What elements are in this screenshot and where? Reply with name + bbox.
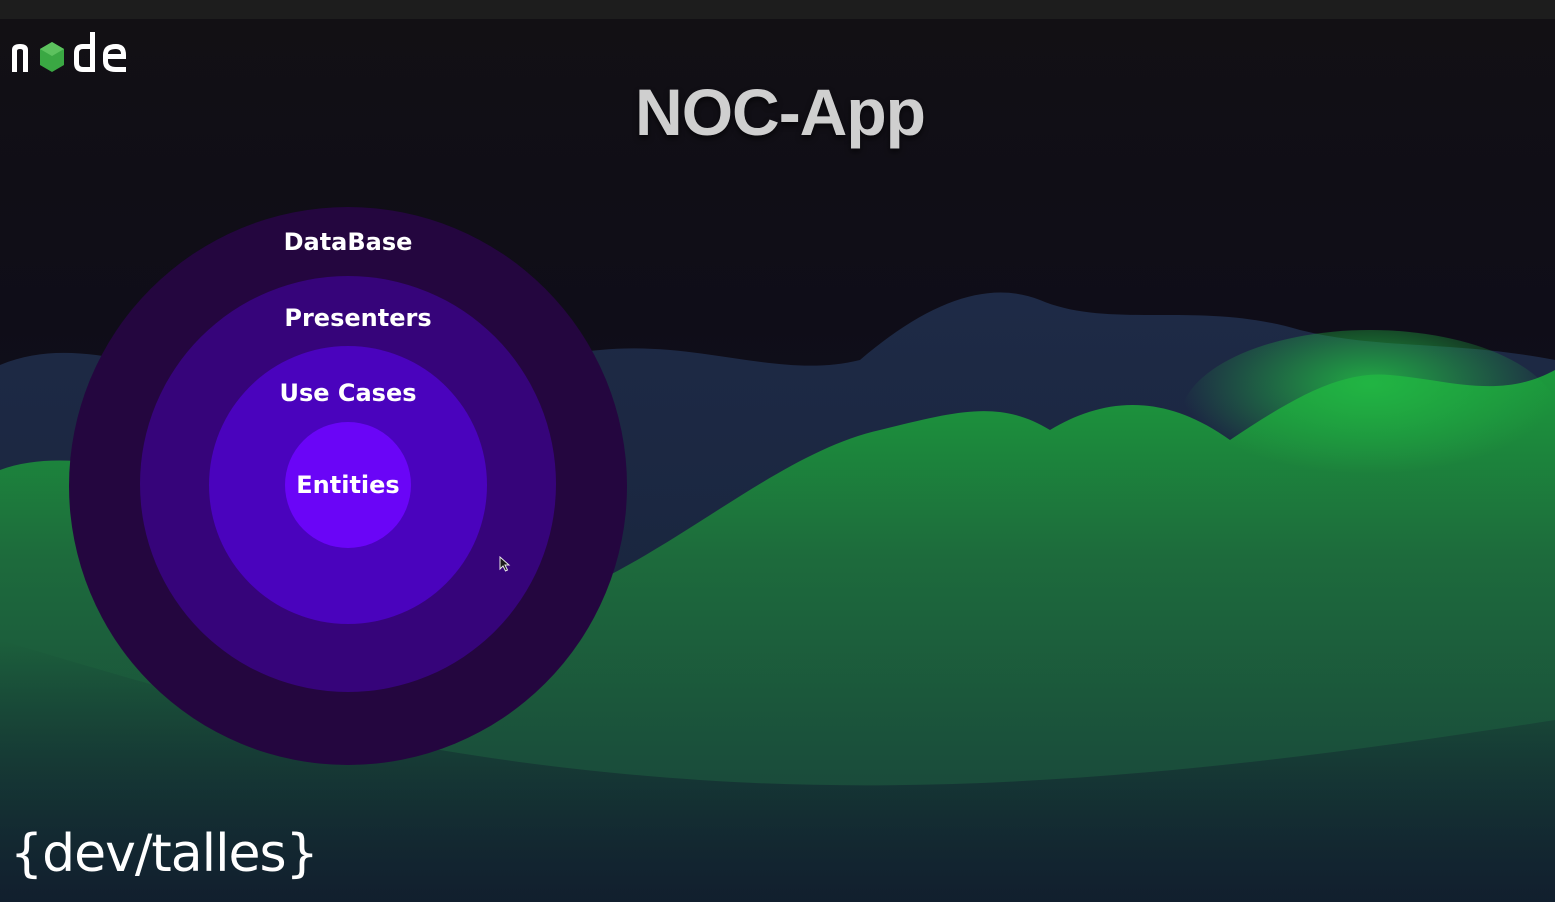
mouse-pointer-icon	[499, 556, 511, 572]
slide-title: NOC-App	[635, 75, 926, 149]
layer-label-presenters: Presenters	[284, 304, 432, 332]
layer-label-database: DataBase	[283, 228, 413, 256]
devtalles-brand-logo: {dev/talles}	[10, 824, 319, 884]
nodejs-logo-icon: node	[8, 28, 130, 78]
layer-ring-entities	[285, 422, 411, 548]
video-top-bar	[0, 0, 1555, 19]
layer-label-entities: Entities	[296, 471, 400, 499]
layer-label-use-cases: Use Cases	[279, 379, 417, 407]
